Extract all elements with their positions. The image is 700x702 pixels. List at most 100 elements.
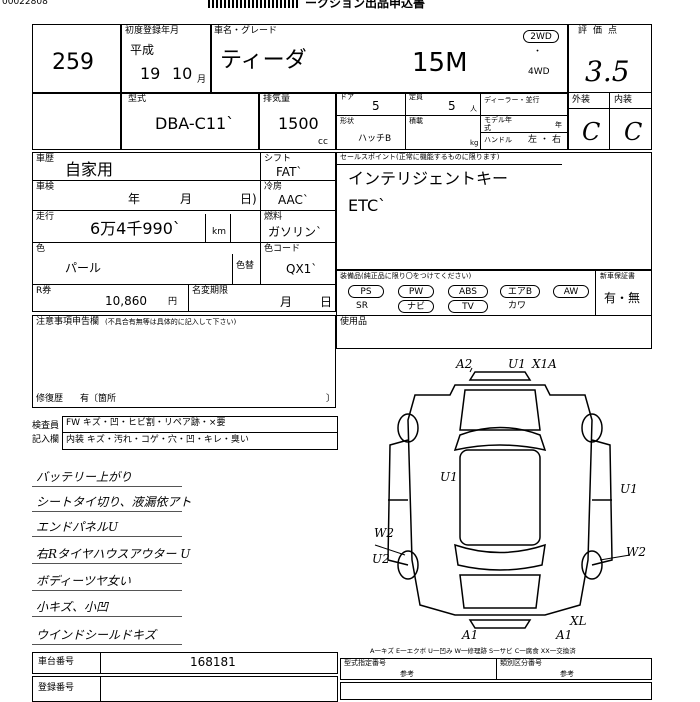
aircon-value: AAC` (278, 193, 309, 207)
load-label: 積載 (409, 117, 423, 125)
usage-value: 自家用 (65, 160, 114, 179)
shift-label: シフト (264, 154, 292, 164)
model-year-label: モデル年式 (484, 116, 512, 132)
checklist-label-1: 検査員 (32, 421, 60, 431)
inspection-month: 月 (180, 192, 193, 206)
model-label: 型式 (128, 94, 147, 104)
reg-month: 10 (172, 64, 193, 83)
handle-label: ハンドル (484, 136, 512, 144)
note-line-7: ウインドシールドキズ (36, 628, 157, 642)
mileage-label: 走行 (36, 212, 55, 222)
reg-year: 19 (140, 64, 161, 83)
capacity-label: 定員 (409, 93, 423, 101)
spec-row-2 (340, 682, 652, 700)
checklist-row-1: FW キズ・凹・ヒビ割・リペア跡・×要 (66, 418, 226, 428)
transfer-day: 日 (320, 295, 333, 309)
chassis-row (32, 652, 338, 674)
warranty-value: 有・無 (604, 291, 641, 305)
usage-label: 車歴 (36, 154, 55, 164)
inspection-day: 日) (240, 192, 257, 206)
sales-point-box (336, 152, 652, 270)
color-label: 色 (36, 244, 46, 254)
equip-airbag: エアB (500, 285, 540, 298)
exterior-score: C (582, 118, 601, 146)
car-name-label: 車名・グレード (214, 26, 278, 36)
mark-u2: U2 (372, 552, 390, 566)
equip-tv: TV (448, 300, 488, 313)
form-title: ークション出品申込書 (305, 0, 426, 10)
note-line-4: 右Rタイヤハウスアウター U (36, 547, 191, 561)
mark-u1-top: U1 (508, 357, 526, 371)
used-goods-label: 使用品 (340, 317, 368, 327)
sales-point-2: ETC` (348, 196, 387, 215)
score-value: 3.5 (585, 55, 630, 88)
fuel-value: ガソリン` (268, 225, 323, 239)
registration-row (32, 676, 338, 702)
transfer-label: 名変期限 (192, 286, 229, 296)
aircon-label: 冷房 (264, 182, 283, 192)
model-spec-value: 参考 (400, 670, 414, 678)
interior-score: C (624, 118, 643, 146)
equip-abs: ABS (448, 285, 488, 298)
sales-point-1: インテリジェントキー (348, 169, 509, 188)
doors-value: 5 (372, 99, 380, 113)
note-line-6: 小キズ、小凹 (36, 600, 109, 614)
shape-value: ハッチB (358, 134, 392, 144)
repair-bracket-end: 〕 (326, 394, 336, 404)
equip-ps: PS (348, 285, 384, 298)
doors-label: ドア (340, 93, 354, 101)
repair-value: 有〔箇所 (80, 394, 117, 404)
drive-4wd: 4WD (528, 67, 550, 77)
dealer-label: ディーラー・並行 (484, 96, 540, 104)
note-line-5: ボディーツヤ女い (36, 574, 131, 588)
sales-point-label: セールスポイント(正常に機能するものに限ります) (340, 153, 500, 161)
mileage-unit: km (212, 227, 226, 237)
notes-label: 注意事項申告欄 (36, 317, 100, 327)
transfer-month: 月 (280, 295, 293, 309)
shift-value: FAT` (276, 165, 303, 179)
recycle-unit: 円 (168, 297, 178, 307)
interior-label: 内装 (614, 95, 633, 105)
recycle-label: R券 (36, 286, 52, 296)
shape-label: 形状 (340, 117, 354, 125)
note-line-3: エンドパネルU (36, 520, 119, 534)
mark-u1-right: U1 (620, 482, 638, 496)
mark-xl: XL (570, 614, 587, 628)
checklist-label-2: 記入欄 (32, 435, 60, 445)
equipment-label: 装備品(純正品に限り〇をつけてください) (340, 272, 472, 280)
class-no-label: 類別区分番号 (500, 659, 542, 667)
load-unit: kg (470, 139, 479, 147)
exterior-label: 外装 (572, 95, 591, 105)
first-registration-label: 初度登録年月 (125, 26, 180, 36)
chassis-number: 168181 (190, 655, 236, 669)
barcode (208, 0, 298, 8)
era: 平成 (130, 43, 155, 57)
mark-x1a: X1A (532, 357, 557, 371)
grade: 15M (412, 48, 468, 78)
model-value: DBA-C11` (155, 114, 235, 133)
repair-label: 修復歴 (36, 394, 64, 404)
chassis-label: 車台番号 (38, 657, 75, 667)
equip-navi: ナビ (398, 300, 434, 313)
mark-a1-left: A1 (462, 628, 479, 642)
car-name: ティーダ (220, 48, 307, 73)
notes-box (32, 315, 336, 408)
vehicle-info-block (32, 152, 336, 312)
capacity-unit: 人 (470, 105, 477, 113)
note-line-2: シートタイ切り、液漏依アト (36, 495, 192, 509)
color-value: パール (65, 261, 102, 275)
recycle-value: 10,860 (105, 294, 147, 308)
mark-w2-right: W2 (626, 545, 646, 559)
displacement-label: 排気量 (263, 94, 291, 104)
inspection-year: 年 (128, 192, 141, 206)
mileage-value: 6万4千990` (90, 219, 181, 238)
equip-sr: SR (356, 301, 368, 311)
inspection-label: 車検 (36, 182, 55, 192)
doc-number: 00022808 (2, 0, 48, 7)
checklist-box (62, 416, 338, 450)
mark-a1-right: A1 (556, 628, 573, 642)
top-block (32, 24, 652, 150)
car-damage-diagram (374, 367, 631, 629)
checklist-row-2: 内装 キズ・汚れ・コゲ・穴・凹・キレ・臭い (66, 435, 249, 445)
color-code-label: 色コード (264, 244, 301, 254)
